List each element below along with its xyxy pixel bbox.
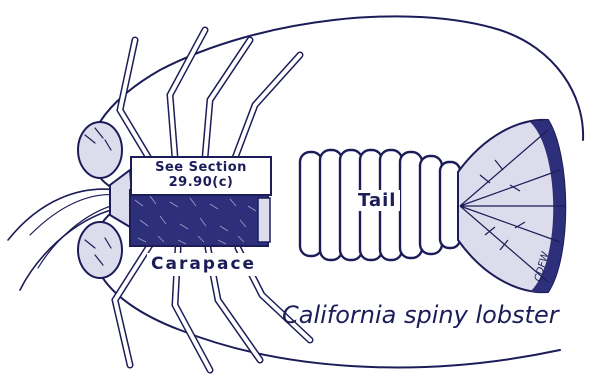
carapace-label: Carapace xyxy=(147,253,260,276)
see-section-callout: See Section 29.90(c) xyxy=(130,156,272,196)
section-label-line1: See Section xyxy=(132,160,270,175)
leg-upper-4 xyxy=(235,55,300,158)
antenna-base-lower xyxy=(78,222,122,278)
carapace-shape xyxy=(130,190,268,246)
species-caption: California spiny lobster xyxy=(282,301,559,329)
leg-upper-1 xyxy=(120,40,150,160)
section-label-line2: 29.90(c) xyxy=(132,175,270,190)
antenna-base-upper xyxy=(78,122,122,178)
tail-label: Tail xyxy=(354,190,400,211)
